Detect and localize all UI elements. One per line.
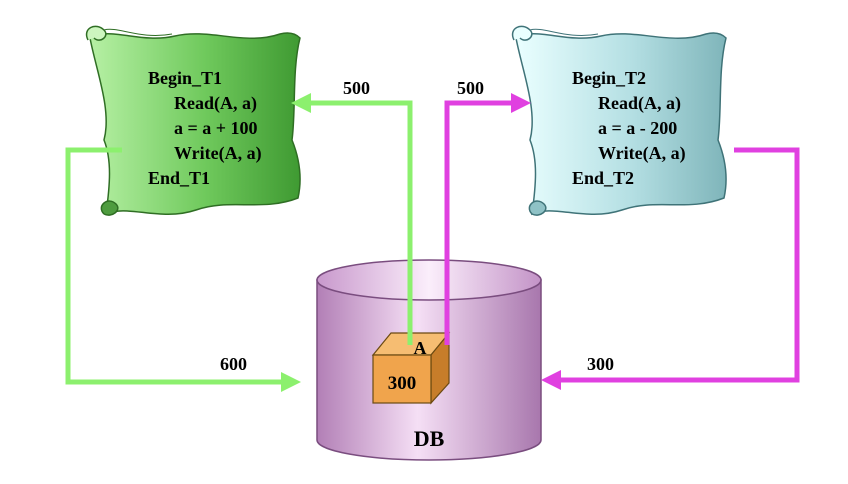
db-label: DB	[414, 426, 445, 451]
t2-line-write: Write(A, a)	[598, 143, 686, 164]
t2-line-read: Read(A, a)	[598, 93, 681, 114]
t1-line-begin: Begin_T1	[148, 68, 222, 88]
t2-read-value: 500	[457, 78, 484, 98]
t2-write-value: 300	[587, 354, 614, 374]
t2-read-flow	[444, 93, 531, 345]
t2-line-compute: a = a - 200	[598, 118, 677, 138]
t2-line-end: End_T2	[572, 168, 634, 188]
t1-line-read: Read(A, a)	[174, 93, 257, 114]
t1-line-compute: a = a + 100	[174, 118, 258, 138]
t2-scroll	[511, 25, 727, 216]
t1-read-value: 500	[343, 78, 370, 98]
t1-read-flow	[291, 93, 413, 345]
t1-line-write: Write(A, a)	[174, 143, 262, 164]
t1-scroll	[85, 25, 301, 216]
data-item-value: 300	[388, 373, 417, 394]
data-item-block	[371, 331, 451, 405]
data-item-name: A	[414, 338, 427, 358]
t1-write-flow	[65, 147, 301, 392]
t1-write-value: 600	[220, 354, 247, 374]
t2-write-flow	[541, 147, 800, 390]
t2-line-begin: Begin_T2	[572, 68, 646, 88]
t1-line-end: End_T1	[148, 168, 210, 188]
